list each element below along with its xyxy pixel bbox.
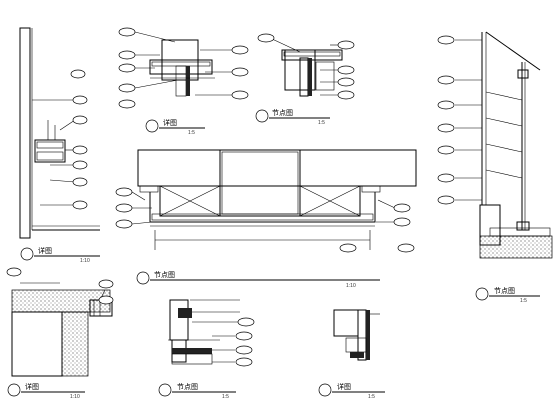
detail-corner-junction: 节点图 1:5 (255, 33, 355, 126)
detail-base-junction: 节点图 1:5 (158, 299, 255, 400)
detail-3-title: 节点图 (272, 109, 293, 117)
detail-counter-section: 详图 1:10 (6, 267, 114, 400)
detail-2-scale: 1:5 (188, 130, 195, 136)
detail-wall-section: 详图 1:10 (19, 27, 100, 264)
detail-8-scale: 1:5 (368, 394, 375, 400)
detail-4-title: 节点图 (154, 271, 175, 279)
detail-6-scale: 1:10 (70, 394, 80, 400)
detail-1-title: 详图 (38, 246, 52, 255)
detail-5-scale: 1:5 (520, 298, 527, 304)
detail-3-scale: 1:5 (318, 120, 325, 126)
detail-ceiling-section: 节点图 1:10 (115, 149, 417, 289)
detail-2-title: 详图 (163, 118, 177, 127)
detail-5-title: 节点图 (494, 287, 515, 295)
detail-6-title: 详图 (25, 382, 39, 391)
detail-top-junction: 详图 1:5 (118, 27, 249, 136)
detail-1-scale: 1:10 (80, 258, 90, 264)
detail-7-scale: 1:5 (222, 394, 229, 400)
detail-7-title: 节点图 (177, 383, 198, 391)
detail-4-scale: 1:10 (346, 283, 356, 289)
detail-edge-trim: 详图 1:5 (318, 309, 385, 400)
detail-railing-section: 节点图 1:5 (437, 31, 553, 304)
detail-8-title: 详图 (337, 382, 351, 391)
